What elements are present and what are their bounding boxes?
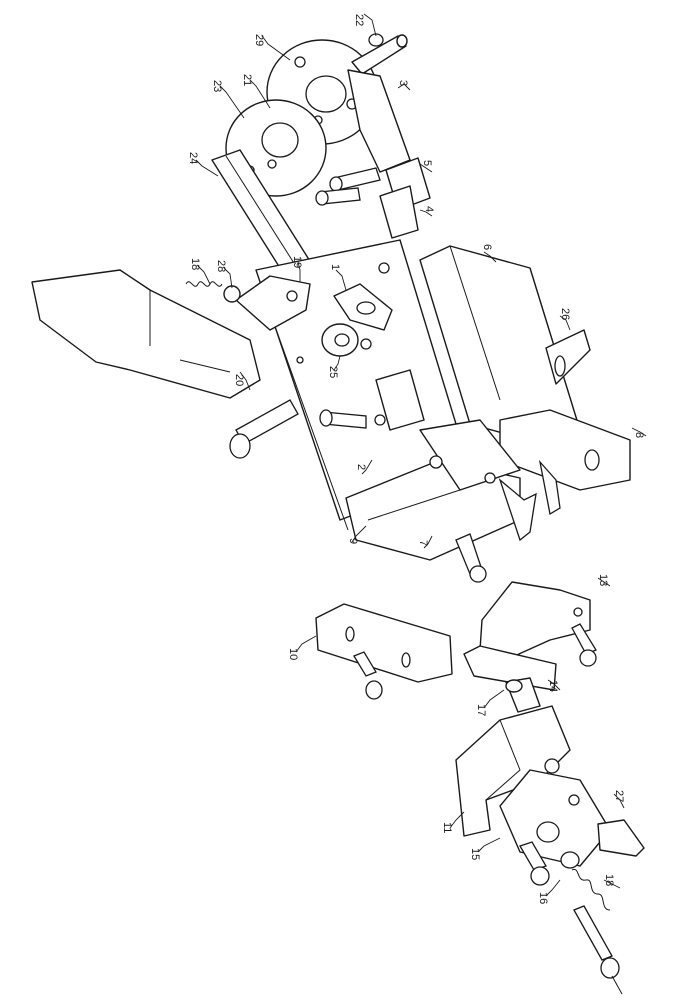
label-21: 22	[353, 14, 365, 26]
screw-center	[319, 409, 367, 429]
label-23: 23	[211, 80, 223, 92]
nut-16	[560, 851, 580, 869]
label-13: 13	[597, 574, 609, 586]
block-8	[499, 409, 631, 491]
label-18-lower: 18	[603, 874, 615, 886]
label-19: 19	[291, 256, 303, 268]
bracket-27	[545, 329, 591, 385]
label-10: 10	[287, 648, 299, 660]
bolt-bottom	[573, 905, 623, 995]
cover-20	[31, 269, 261, 399]
label-2: 2	[355, 464, 367, 470]
bracket-26	[597, 819, 645, 857]
label-8: 8	[633, 432, 645, 438]
label-22: 21	[241, 74, 253, 86]
label-15: 15	[469, 848, 481, 860]
screw-15-b	[544, 758, 560, 774]
label-16: 16	[537, 892, 549, 904]
label-14: 14	[547, 680, 559, 692]
washer-25	[321, 323, 359, 357]
screw-top-1	[329, 167, 381, 192]
clamp-1	[333, 283, 393, 331]
screw-right-2	[538, 459, 561, 516]
label-20: 20	[233, 374, 245, 386]
screw-right-1	[498, 478, 537, 542]
label-24: 24	[187, 152, 199, 164]
block-15	[499, 769, 611, 867]
spring-18-lower	[571, 868, 611, 911]
rod-17	[505, 677, 541, 713]
plate-14	[463, 645, 557, 691]
label-17: 17	[475, 704, 487, 716]
slide-block-7	[345, 419, 521, 561]
label-25: 25	[327, 366, 339, 378]
screw-left	[229, 399, 299, 459]
label-9: 9	[347, 538, 359, 544]
label-29: 29	[253, 34, 265, 46]
block-19	[235, 275, 311, 331]
screw-13	[571, 623, 597, 667]
label-3: 3	[397, 80, 409, 86]
label-6: 6	[481, 244, 493, 250]
plug-28	[223, 285, 241, 303]
label-28: 28	[215, 260, 227, 272]
label-4: 4	[423, 206, 435, 212]
label-5: 5	[421, 160, 433, 166]
label-27: 26	[559, 308, 571, 320]
screw-15-a	[519, 841, 550, 886]
label-7: 7	[417, 540, 429, 546]
part-labels: 22 29 21 23 3 5 4 24 6 1 18 28 19 26 20 …	[187, 14, 645, 904]
screw-top-2	[315, 187, 361, 206]
label-26: 27	[613, 790, 625, 802]
base-plate-2	[255, 239, 471, 531]
screw-plate-10	[353, 651, 383, 700]
plate-10	[315, 603, 453, 683]
block-5	[379, 157, 431, 239]
pin-21	[351, 33, 408, 75]
screw-bottom-slide	[455, 533, 487, 583]
spring-18	[185, 281, 223, 287]
label-1: 1	[329, 264, 341, 270]
label-11: 11	[441, 822, 453, 833]
label-18-upper: 18	[189, 258, 201, 270]
block-13	[479, 581, 591, 659]
leader-lines	[195, 13, 647, 897]
